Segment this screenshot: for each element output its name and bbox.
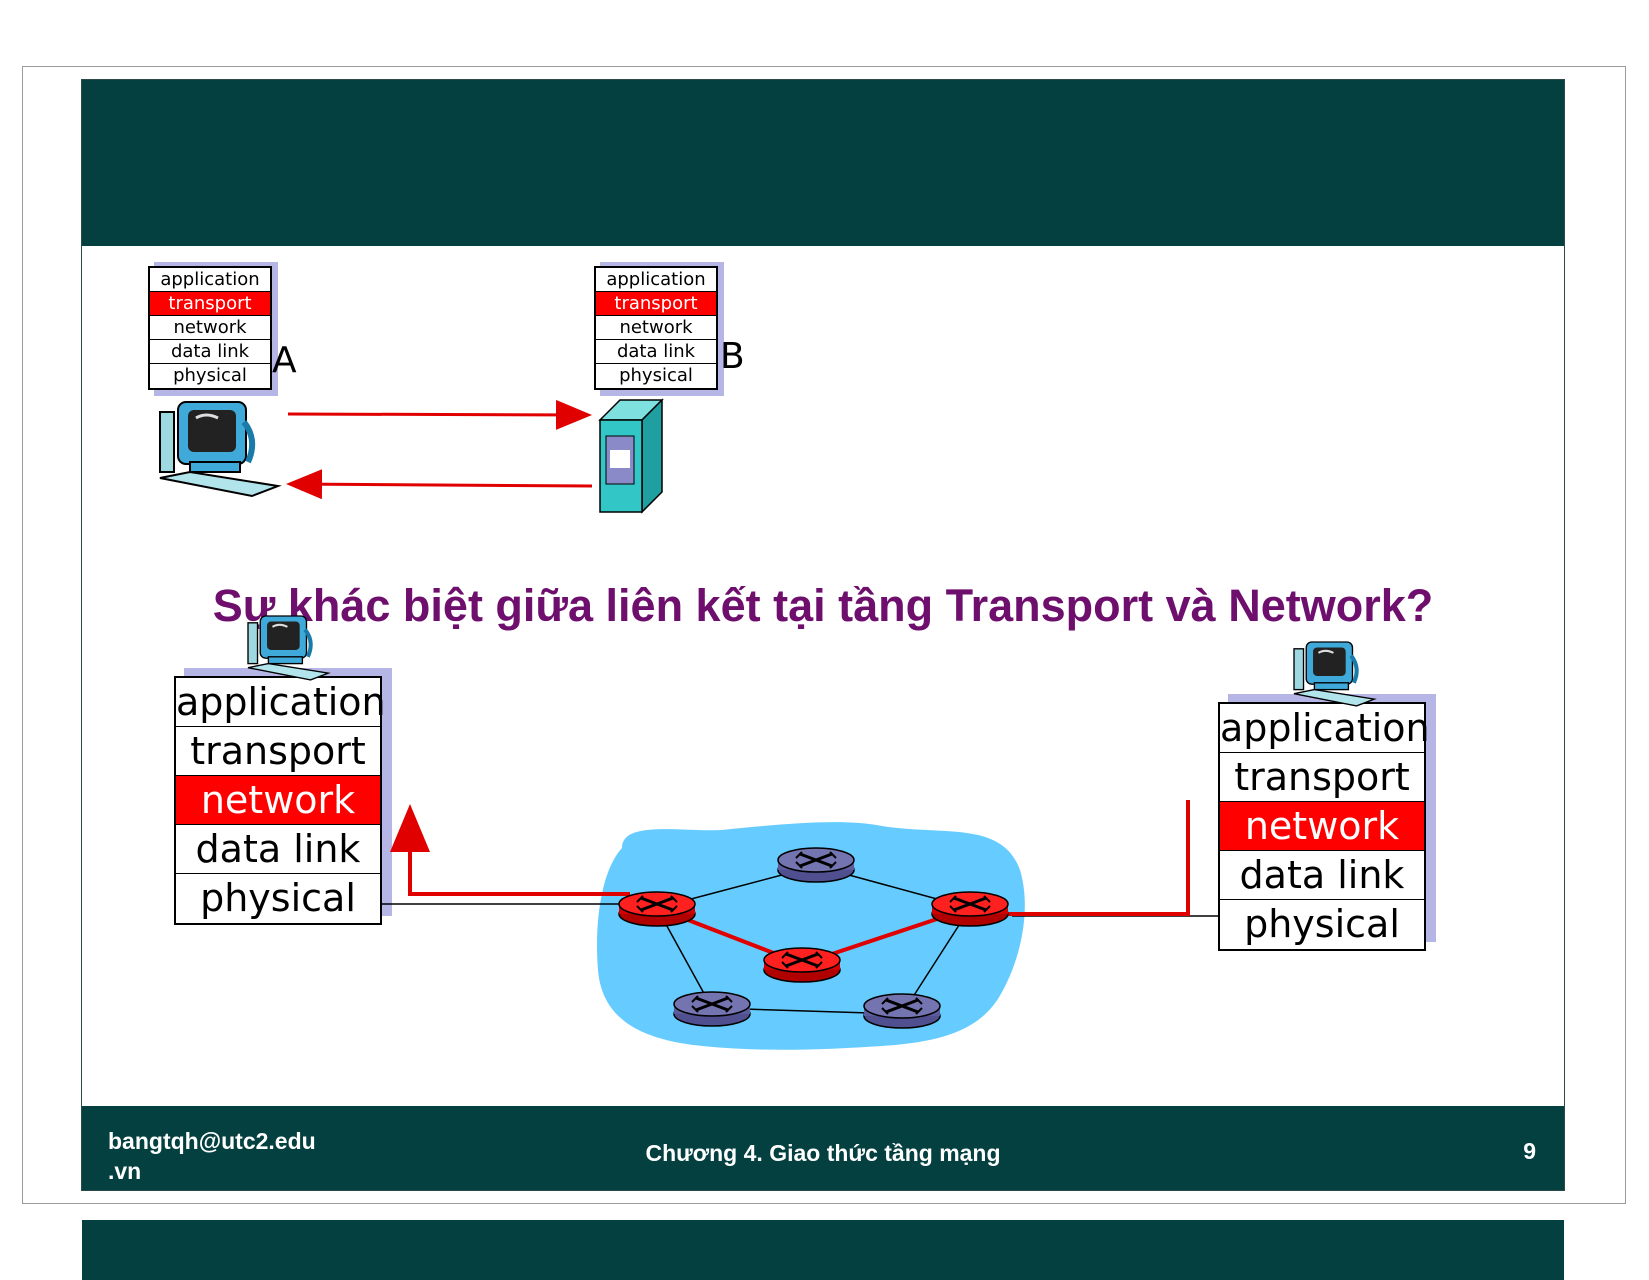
router-icon <box>762 946 842 984</box>
layer-physical: physical <box>173 365 247 386</box>
layer-data-link: data link <box>150 340 270 364</box>
layer-network: network <box>596 316 716 340</box>
layer-application: application <box>1220 704 1430 753</box>
router-icon <box>617 890 697 928</box>
layer-transport: transport <box>176 727 380 776</box>
layer-application: application <box>176 678 386 727</box>
router-icon <box>672 990 752 1028</box>
layer-physical: physical <box>200 876 356 920</box>
arrow-up-left <box>390 804 630 896</box>
footer-email: bangtqh@utc2.edu .vn <box>108 1126 348 1186</box>
layer-data-link: data link <box>176 825 380 874</box>
layer-data-link: data link <box>596 340 716 364</box>
router-icon <box>776 846 856 884</box>
computer-icon <box>248 616 328 680</box>
router-icon <box>862 992 942 1030</box>
next-slide-header <box>82 1220 1564 1280</box>
layer-physical: physical <box>619 365 693 386</box>
layer-network: network <box>150 316 270 340</box>
footer-page-number: 9 <box>1523 1138 1536 1164</box>
arrow-a-to-b <box>287 399 592 430</box>
slide: application transport network data link … <box>82 80 1564 1190</box>
page-frame <box>22 66 1626 1204</box>
footer-email-line1: bangtqh@utc2.edu <box>108 1128 316 1154</box>
host-b-label: B <box>720 336 745 377</box>
layer-physical: physical <box>1244 902 1400 946</box>
slide-header <box>82 80 1564 246</box>
layer-network: network <box>176 776 380 825</box>
layer-application: application <box>596 268 716 292</box>
layer-transport: transport <box>1220 753 1424 802</box>
computer-icon <box>1294 642 1374 706</box>
arrow-b-to-a <box>286 469 593 500</box>
question-heading: Sự khác biệt giữa liên kết tại tầng Tran… <box>212 580 1434 631</box>
host-a-label: A <box>272 340 297 381</box>
diagram-graphics <box>82 398 1564 1050</box>
footer-email-line2: .vn <box>108 1158 142 1184</box>
layer-network: network <box>1220 802 1424 851</box>
footer-chapter-title: Chương 4. Giao thức tầng mạng <box>645 1140 1001 1166</box>
computer-icon <box>160 402 278 496</box>
router-icon <box>930 890 1010 928</box>
server-icon <box>598 398 664 514</box>
layer-application: application <box>150 268 270 292</box>
layer-transport: transport <box>150 292 270 316</box>
slide-footer: bangtqh@utc2.edu .vn Chương 4. Giao thức… <box>82 1106 1564 1190</box>
arrow-path-right <box>1008 800 1190 916</box>
layer-transport: transport <box>596 292 716 316</box>
layer-data-link: data link <box>1220 851 1424 900</box>
